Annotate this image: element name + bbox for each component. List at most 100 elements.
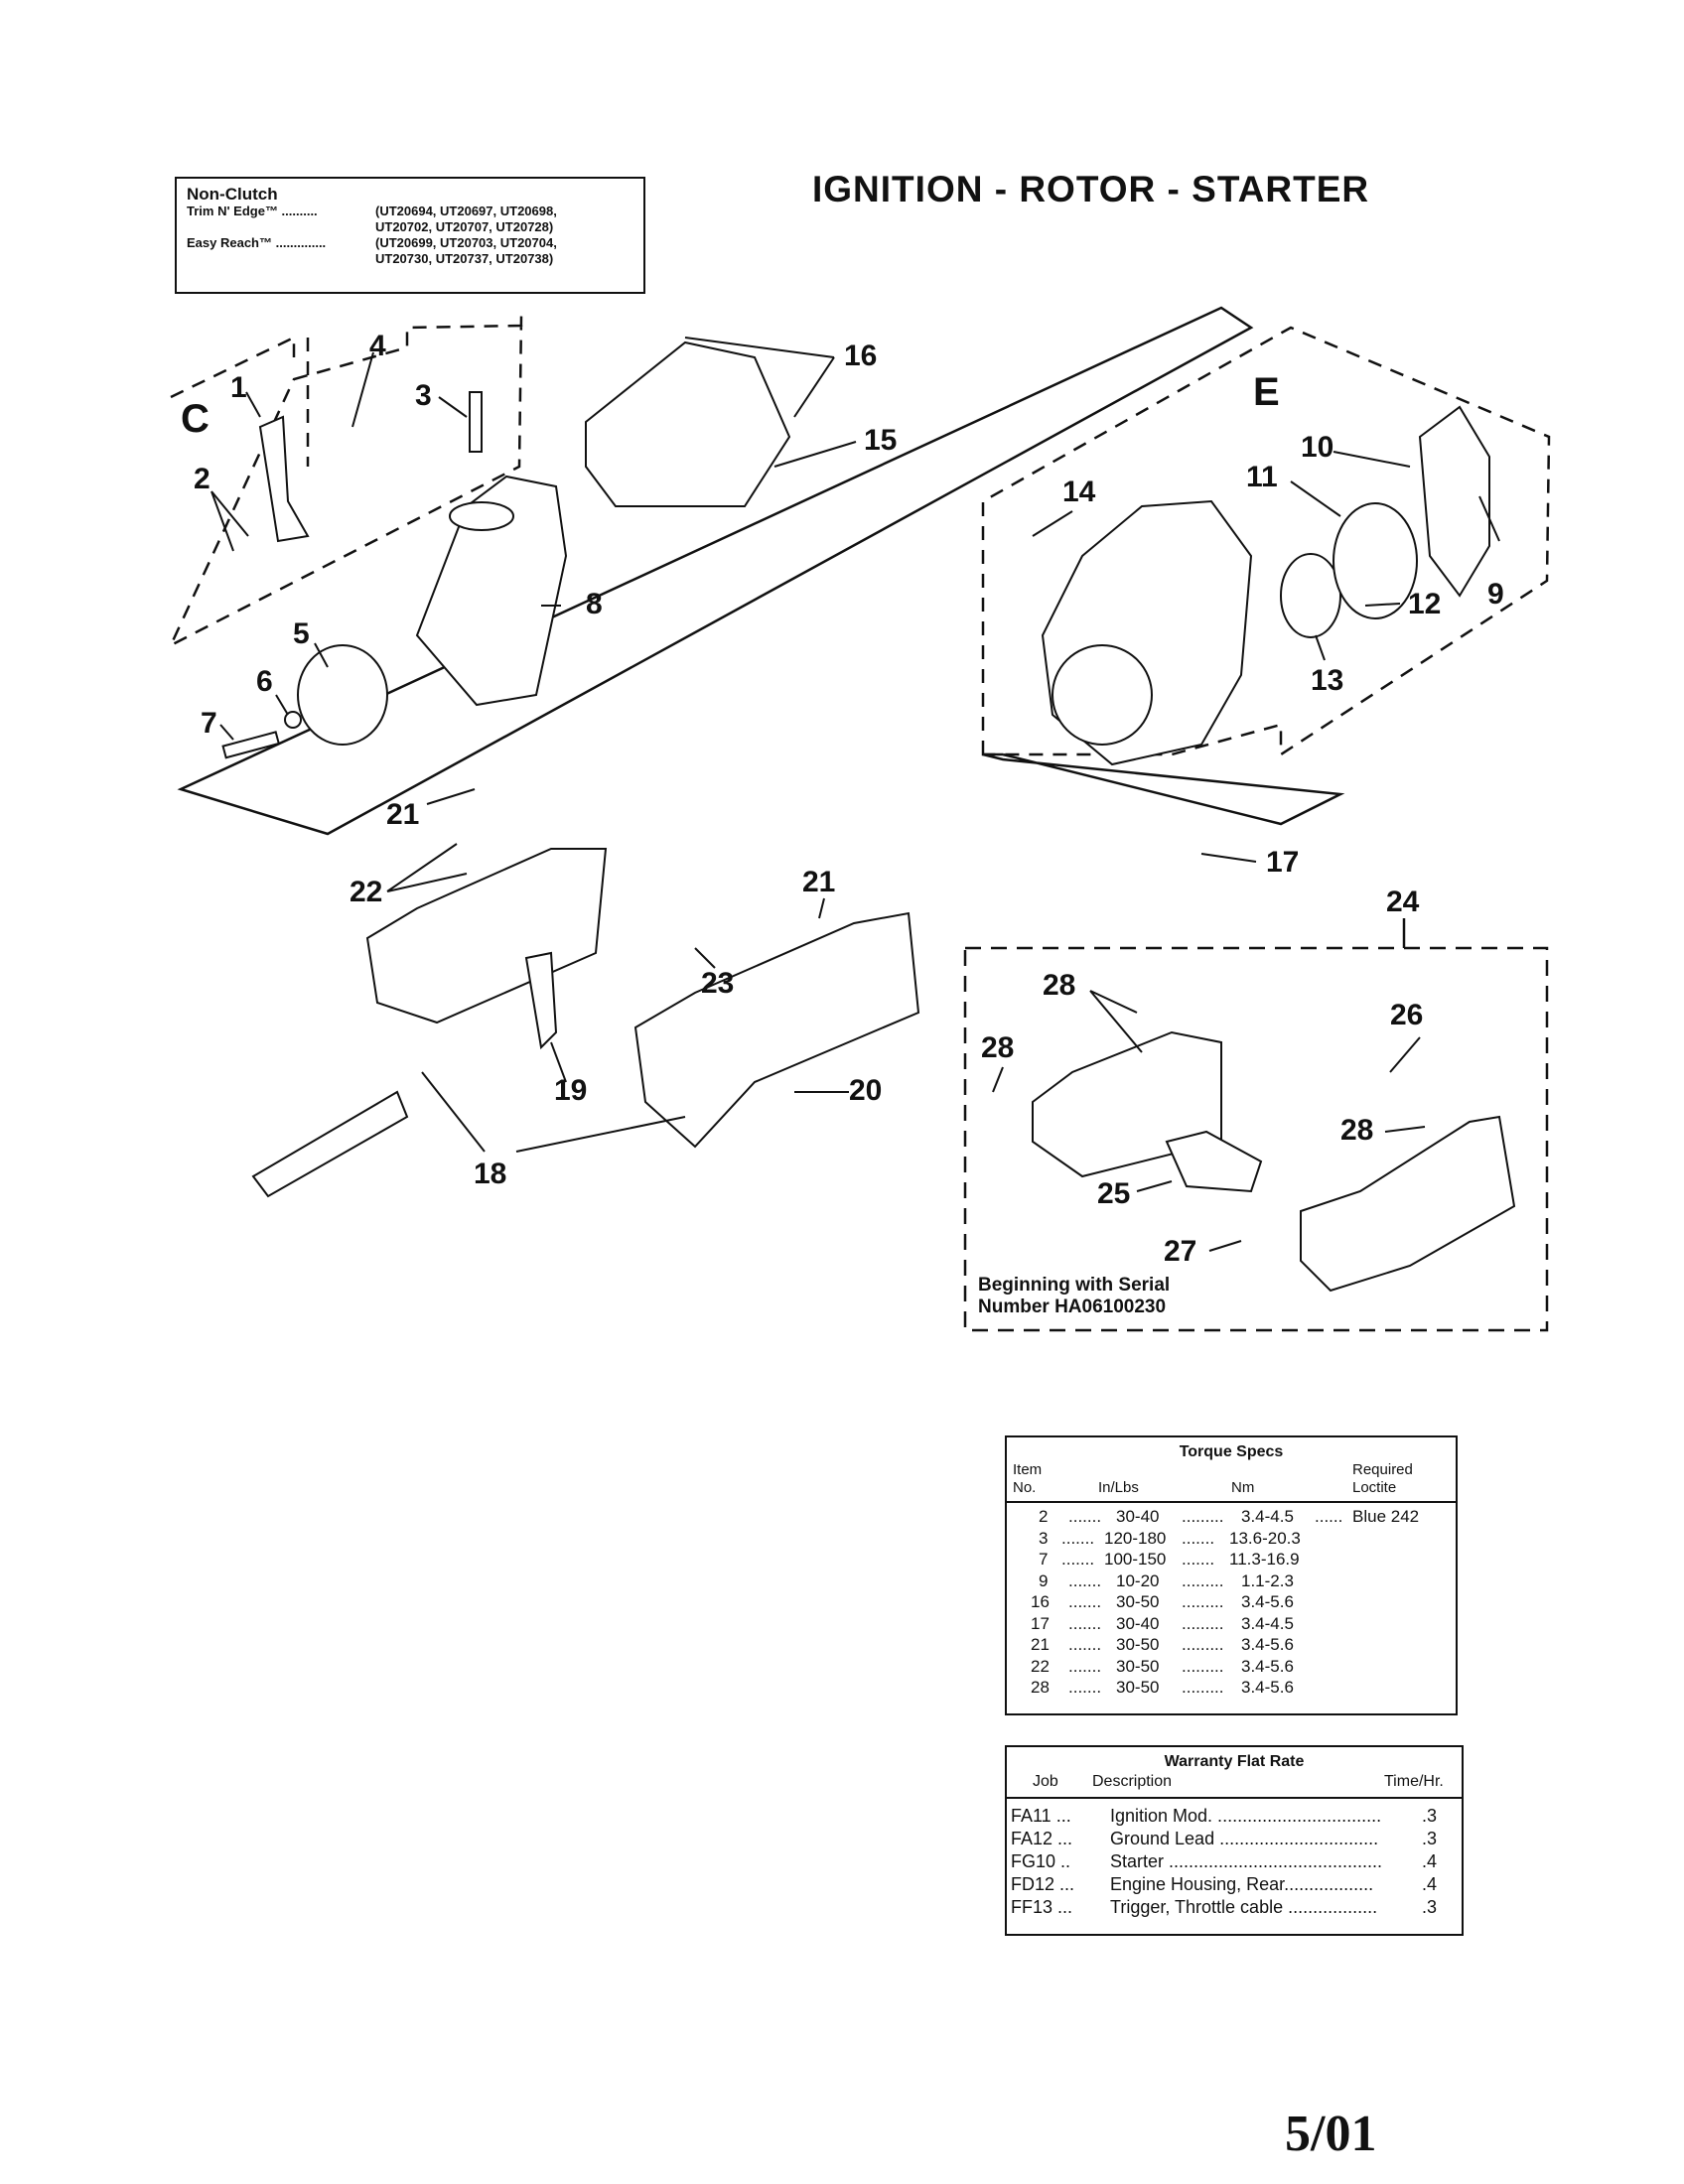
page-title: IGNITION - ROTOR - STARTER	[812, 169, 1370, 209]
table-row: FD12 ...Engine Housing, Rear............…	[1011, 1873, 1462, 1896]
leader-21b	[818, 897, 825, 919]
housing-mount-sketch	[1052, 644, 1153, 746]
throttle-trigger-sketch	[524, 951, 558, 1050]
callout-7: 7	[201, 707, 217, 740]
drive-shaft-sketch	[251, 1090, 409, 1198]
cell-nm: 3.4-4.5	[1241, 1613, 1294, 1633]
cell-time: .4	[1422, 1851, 1438, 1871]
cell-inlbs: 30-40	[1116, 1507, 1160, 1526]
warranty-title: Warranty Flat Rate	[1164, 1753, 1305, 1770]
section-letter-e: E	[1253, 370, 1280, 414]
leader-21a	[426, 788, 476, 805]
leader-6	[275, 694, 289, 716]
cell-item: 9	[1039, 1570, 1049, 1590]
callout-22: 22	[350, 876, 382, 908]
cell-item: 2	[1039, 1507, 1049, 1526]
cell-nm: 13.6-20.3	[1229, 1528, 1301, 1548]
table-row: 3.......120-180.......13.6-20.3	[1039, 1528, 1301, 1548]
callout-19: 19	[554, 1074, 587, 1107]
cell-item: 16	[1031, 1592, 1050, 1611]
cell-item: 7	[1039, 1550, 1049, 1569]
header-inlbs: In/Lbs	[1098, 1479, 1139, 1496]
header-nm: Nm	[1231, 1479, 1255, 1496]
starter-pulley-sketch	[1280, 553, 1341, 638]
leader-27	[1208, 1240, 1242, 1252]
table-row: 7.......100-150.......11.3-16.9	[1039, 1550, 1300, 1569]
callout-26: 26	[1390, 999, 1423, 1031]
cell-inlbs: 100-150	[1104, 1550, 1167, 1569]
cell-description: Ground Lead ............................…	[1110, 1829, 1379, 1848]
starter-cover-sketch	[1418, 405, 1490, 598]
cell-job: FA12 ...	[1011, 1829, 1073, 1848]
callout-12: 12	[1408, 588, 1441, 620]
table-row: 2.......30-40.........3.4-4.5......Blue …	[1039, 1507, 1420, 1526]
callout-28b: 28	[981, 1031, 1014, 1064]
callout-20: 20	[849, 1074, 882, 1107]
washer-sketch	[284, 711, 302, 729]
leader-19	[550, 1041, 567, 1083]
engine-boundary-lines	[177, 306, 1254, 836]
section-c-dashed-outline	[168, 315, 523, 648]
callout-23: 23	[701, 967, 734, 1000]
callout-10: 10	[1301, 431, 1333, 464]
cylinder-cover-sketch	[585, 341, 791, 507]
handle-right-half-sketch	[633, 911, 920, 1149]
cell-nm: 1.1-2.3	[1241, 1570, 1294, 1590]
table-row: 21.......30-50.........3.4-5.6	[1031, 1635, 1294, 1654]
leader-11	[1290, 480, 1341, 517]
callout-28a: 28	[1043, 969, 1075, 1002]
table-row: FA11 ...Ignition Mod. ..................…	[1011, 1805, 1462, 1828]
cell-nm: 3.4-5.6	[1241, 1656, 1294, 1676]
leader-3	[438, 396, 468, 418]
callout-2: 2	[194, 463, 210, 495]
cell-loctite: Blue 242	[1352, 1507, 1420, 1526]
header-time: Time/Hr.	[1384, 1773, 1444, 1790]
cell-description: Ignition Mod. ..........................…	[1110, 1806, 1382, 1826]
callout-1: 1	[230, 371, 247, 404]
cell-nm: 11.3-16.9	[1229, 1550, 1300, 1569]
date-code: 5/01	[1285, 2106, 1377, 2162]
cell-inlbs: 10-20	[1116, 1570, 1160, 1590]
table-row: FA12 ... Ground Lead ....................…	[1011, 1828, 1462, 1850]
callout-6: 6	[256, 665, 273, 698]
cell-inlbs: 120-180	[1104, 1528, 1167, 1548]
spark-plug-sketch	[469, 391, 483, 453]
leader-1	[245, 391, 261, 418]
leader-25	[1136, 1180, 1173, 1192]
callout-15: 15	[864, 424, 897, 457]
model-row-value: UT20730, UT20737, UT20738)	[375, 251, 554, 266]
callout-24: 24	[1386, 886, 1420, 918]
table-row: 22.......30-50.........3.4-5.6	[1031, 1656, 1294, 1676]
callout-3: 3	[415, 379, 432, 412]
callout-21a: 21	[386, 798, 419, 831]
header-description: Description	[1092, 1773, 1173, 1790]
table-row: 17.......30-40.........3.4-4.5	[1031, 1613, 1294, 1633]
serial-note-line1: Beginning with Serial	[978, 1275, 1170, 1296]
cell-inlbs: 30-50	[1116, 1635, 1160, 1654]
cell-item: 28	[1031, 1678, 1050, 1697]
callout-16: 16	[844, 340, 877, 372]
engine-head-sketch	[449, 501, 514, 531]
pin-sketch	[221, 731, 281, 759]
cell-job: FD12 ...	[1011, 1874, 1075, 1894]
cell-nm: 3.4-5.6	[1241, 1592, 1294, 1611]
callout-13: 13	[1311, 664, 1343, 697]
torque-specs-header: Item No. In/Lbs Nm Required Loctite	[1007, 1461, 1456, 1503]
cell-job: FG10 ..	[1011, 1851, 1071, 1871]
cell-item: 3	[1039, 1528, 1049, 1548]
model-row-value: (UT20694, UT20697, UT20698,	[375, 204, 557, 218]
cell-time: .3	[1422, 1806, 1438, 1826]
header-item: Item	[1013, 1461, 1043, 1478]
cell-inlbs: 30-50	[1116, 1678, 1160, 1697]
leader-17	[1200, 853, 1257, 863]
table-row: 16.......30-50.........3.4-5.6	[1031, 1592, 1294, 1611]
model-row: Easy Reach™ ..............(UT20699, UT20…	[187, 235, 633, 251]
cell-item: 17	[1031, 1613, 1050, 1633]
leader-14	[1032, 510, 1073, 537]
callout-17: 17	[1266, 846, 1299, 879]
leader-26	[1389, 1036, 1421, 1073]
cell-inlbs: 30-40	[1116, 1613, 1160, 1633]
torque-specs-title: Torque Specs	[1179, 1443, 1284, 1460]
leader-28a	[1089, 990, 1143, 1053]
callout-5: 5	[293, 617, 310, 650]
